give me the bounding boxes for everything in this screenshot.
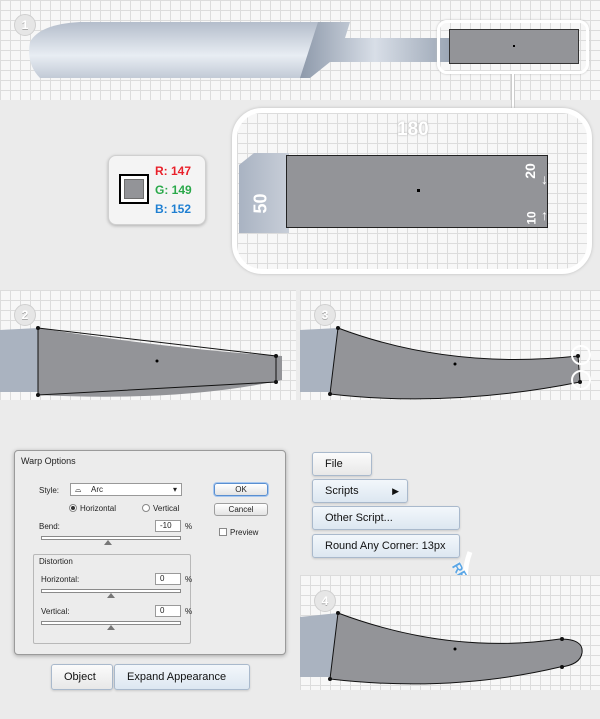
- round-any-corner-menu-item[interactable]: Round Any Corner: 13px: [312, 534, 460, 558]
- step2-shape: [0, 326, 282, 397]
- fill-swatch: [119, 174, 149, 204]
- bottom-offset-label: 10: [524, 211, 539, 225]
- scripts-label: Scripts: [325, 485, 359, 497]
- preview-label: Preview: [230, 528, 259, 537]
- distortion-vertical-input[interactable]: 0: [155, 605, 181, 617]
- distortion-vertical-label: Vertical:: [41, 607, 70, 616]
- scripts-menu-item[interactable]: Scripts ▶: [312, 479, 408, 503]
- height-label: 50: [250, 193, 271, 214]
- warp-options-dialog: Warp Options Style: ⌓ Arc ▾ Horizontal V…: [14, 450, 286, 655]
- arrow-down-icon: ↓: [541, 171, 548, 187]
- green-value: G: 149: [155, 183, 192, 197]
- expand-appearance-menu-item[interactable]: Expand Appearance: [114, 664, 250, 690]
- distortion-horizontal-thumb[interactable]: [107, 593, 115, 598]
- preview-checkbox[interactable]: [219, 528, 227, 536]
- connector-line: [511, 74, 515, 110]
- red-value: R: 147: [155, 164, 192, 178]
- step3-shape: [300, 326, 591, 400]
- bend-input[interactable]: -10: [155, 520, 181, 532]
- zoom-bolster: [239, 153, 289, 233]
- other-script-menu-item[interactable]: Other Script...: [312, 506, 460, 530]
- bend-slider[interactable]: [41, 536, 181, 540]
- step-badge: 2: [14, 304, 36, 326]
- vertical-orientation-label: Vertical: [153, 504, 180, 513]
- distortion-group: [33, 554, 191, 644]
- bend-percent: %: [185, 522, 193, 531]
- handle-highlight-frame: [437, 20, 589, 74]
- style-label: Style:: [39, 486, 60, 495]
- horizontal-label: Horizontal: [80, 504, 117, 513]
- chevron-down-icon: ▾: [172, 485, 177, 494]
- distortion-vertical-percent: %: [185, 607, 193, 616]
- distortion-horizontal-label: Horizontal:: [41, 575, 80, 584]
- vertical-radio[interactable]: [142, 504, 150, 512]
- zoom-center-point: [417, 189, 420, 192]
- bend-label: Bend:: [39, 522, 60, 531]
- distortion-vertical-slider[interactable]: [41, 621, 181, 625]
- top-offset-label: 20: [521, 163, 538, 179]
- color-card: R: 147 G: 149 B: 152: [108, 155, 206, 225]
- step4-shape: [300, 611, 583, 685]
- distortion-horizontal-percent: %: [185, 575, 193, 584]
- horizontal-radio[interactable]: [69, 504, 77, 512]
- arc-icon: ⌓: [75, 485, 82, 494]
- cancel-button[interactable]: Cancel: [214, 503, 268, 516]
- step-badge: 1: [14, 14, 36, 36]
- style-select[interactable]: ⌓ Arc ▾: [70, 483, 182, 496]
- zoom-callout: 180 50 20 10 ↓ ↑: [232, 108, 592, 274]
- step-badge: 4: [314, 590, 336, 612]
- distortion-horizontal-input[interactable]: 0: [155, 573, 181, 585]
- distortion-label: Distortion: [39, 557, 73, 566]
- object-menu[interactable]: Object: [51, 664, 113, 690]
- distortion-vertical-thumb[interactable]: [107, 625, 115, 630]
- handle-center-point: [513, 45, 515, 47]
- width-label: 180: [397, 119, 429, 140]
- ok-button[interactable]: OK: [214, 483, 268, 496]
- arrow-up-icon: ↑: [541, 207, 548, 223]
- blue-value: B: 152: [155, 202, 192, 216]
- step-badge: 3: [314, 304, 336, 326]
- bend-slider-thumb[interactable]: [104, 540, 112, 545]
- style-value: Arc: [91, 485, 103, 494]
- submenu-arrow-icon: ▶: [392, 486, 399, 496]
- dialog-title: Warp Options: [21, 456, 76, 466]
- file-menu[interactable]: File: [312, 452, 372, 476]
- knife-illustration: [29, 22, 450, 78]
- distortion-horizontal-slider[interactable]: [41, 589, 181, 593]
